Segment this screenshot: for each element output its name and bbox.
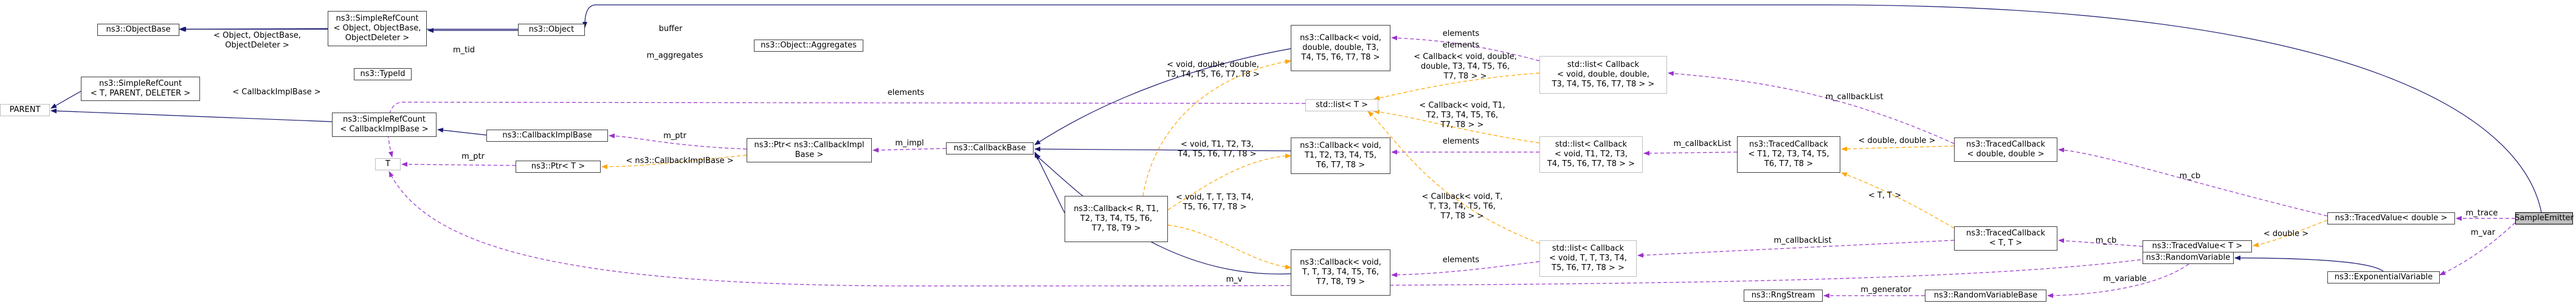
label-buffer: buffer — [658, 24, 683, 33]
node-list-t[interactable]: std::list< T > — [1305, 99, 1378, 111]
label-callback-t1t2-args: < void, T1, T2, T3, T4, T5, T6, T7, T8 > — [1178, 140, 1257, 159]
node-callback-t1t2[interactable]: ns3::Callback< void, T1, T2, T3, T4, T5,… — [1291, 137, 1390, 174]
label-callbacklist-double: m_callbackList — [1825, 92, 1884, 102]
node-randomvariablebase[interactable]: ns3::RandomVariableBase — [1925, 290, 2046, 302]
node-tracedvalue-t[interactable]: ns3::TracedValue< T > — [2143, 240, 2252, 252]
label-tracedcallback-t-args: < T, T > — [1868, 191, 1902, 200]
edge-ptr-t-to-t — [401, 162, 516, 167]
node-ptr-callbackimplbase[interactable]: ns3::Ptr< ns3::CallbackImpl Base > — [747, 138, 872, 162]
edge-cb-double-tmpl — [1142, 59, 1291, 196]
label-m-ptr: m_ptr — [663, 131, 686, 141]
edge-cb-r-to-callbackbase — [1034, 151, 1065, 214]
edge-src-cbimpl-to-parent — [50, 108, 333, 122]
label-m-v: m_v — [1226, 275, 1243, 284]
label-m-variable: m_variable — [2103, 274, 2147, 283]
node-callback-double[interactable]: ns3::Callback< void, double, double, T3,… — [1291, 25, 1390, 71]
label-elements-double: elements — [1442, 29, 1480, 38]
label-ptr-to-t: m_ptr — [461, 152, 485, 161]
label-callbackimplbase-args: < CallbackImplBase > — [232, 88, 321, 97]
node-t[interactable]: T — [375, 158, 401, 170]
edge-exprv-to-rv — [2234, 256, 2384, 272]
node-list-callback-t1t2[interactable]: std::list< Callback < void, T1, T2, T3, … — [1539, 136, 1643, 173]
label-elements-top: elements — [1442, 41, 1480, 50]
node-object[interactable]: ns3::Object — [518, 24, 585, 36]
label-m-tid: m_tid — [452, 46, 475, 55]
node-callback-tt[interactable]: ns3::Callback< void, T, T, T3, T4, T5, T… — [1291, 249, 1390, 296]
label-callbacklist-t1t2: m_callbackList — [1673, 139, 1732, 148]
edge-tv-double-tmpl — [2253, 220, 2328, 248]
edge-cbbase-to-cbimplbase — [609, 133, 747, 150]
node-sampleemitter[interactable]: SampleEmitter — [2515, 212, 2574, 224]
edge-elements-tt — [1391, 261, 1540, 277]
edge-ptr-cbimpl-tmpl — [601, 155, 747, 169]
label-tracedvalue-double-args: < double > — [2263, 229, 2309, 238]
label-list-tt-args: < Callback< void, T, T, T3, T4, T5, T6, … — [1421, 192, 1503, 221]
node-callbackbase[interactable]: ns3::CallbackBase — [946, 142, 1034, 155]
node-tracedcallback-double[interactable]: ns3::TracedCallback < double, double > — [1954, 137, 2057, 162]
edge-callbackbase-to-ptr — [872, 147, 947, 153]
label-m-var: m_var — [2470, 228, 2496, 237]
node-simplerefcount-object[interactable]: ns3::SimpleRefCount < Object, ObjectBase… — [328, 11, 427, 46]
label-simplerefcount-object-args: < Object, ObjectBase, ObjectDeleter > — [213, 31, 301, 50]
label-ptr-args: < ns3::CallbackImplBase > — [626, 156, 734, 165]
node-simplerefcount-callbackimplbase[interactable]: ns3::SimpleRefCount < CallbackImplBase > — [332, 113, 437, 137]
label-tracedcallback-double-args: < double, double > — [1858, 136, 1936, 145]
node-objectbase[interactable]: ns3::ObjectBase — [97, 24, 179, 36]
label-callback-tt-args: < void, T, T, T3, T4, T5, T6, T7, T8 > — [1175, 193, 1254, 212]
label-list-double-args: < Callback< void, double, double, T3, T4… — [1414, 52, 1517, 81]
edge-cb-tt-tmpl — [1167, 224, 1291, 269]
edge-tc-double-tmpl — [1841, 145, 1955, 151]
edge-cb-double-to-callbackbase — [1034, 48, 1291, 145]
edge-tc-t1t2-cblist — [1643, 150, 1738, 156]
node-callback-r[interactable]: ns3::Callback< R, T1, T2, T3, T4, T5, T6… — [1065, 196, 1168, 242]
edge-src-template-to-parent — [50, 91, 81, 109]
label-list-t1t2-args: < Callback< void, T1, T2, T3, T4, T5, T6… — [1419, 101, 1505, 130]
edge-sample-m-var — [2439, 222, 2516, 276]
node-callbackimplbase[interactable]: ns3::CallbackImplBase — [486, 130, 608, 142]
node-list-callback-double[interactable]: std::list< Callback < void, double, doub… — [1539, 56, 1667, 94]
edge-cb-t1t2-tmpl — [1167, 153, 1291, 210]
edge-tv-double-cb — [2058, 147, 2328, 217]
edge-list-t1t2-tmpl — [1373, 110, 1540, 144]
node-list-callback-tt[interactable]: std::list< Callback < void, T, T, T3, T4… — [1539, 240, 1637, 277]
edge-list-double-tmpl — [1373, 72, 1540, 101]
node-tracedvalue-double[interactable]: ns3::TracedValue< double > — [2327, 212, 2455, 224]
edge-cbimplbase-to-src-cbimpl — [437, 128, 487, 136]
edge-sample-to-object-inherit — [582, 4, 2542, 213]
edge-elements-double — [1391, 35, 1540, 61]
node-ptr-t[interactable]: ns3::Ptr< T > — [516, 161, 601, 173]
label-elements-tt: elements — [1442, 256, 1480, 265]
edge-tv-t-cb — [2058, 238, 2143, 247]
label-m-generator: m_generator — [1860, 285, 1911, 294]
label-callback-double-args: < void, double, double, T3, T4, T5, T6, … — [1166, 60, 1260, 79]
node-tracedcallback-t[interactable]: ns3::TracedCallback < T, T > — [1954, 226, 2057, 251]
label-callbacklist-tt: m_callbackList — [1773, 236, 1832, 245]
label-m-trace: m_trace — [2465, 209, 2498, 218]
label-elements-t1t2: elements — [1442, 137, 1480, 146]
node-object-aggregates[interactable]: ns3::Object::Aggregates — [754, 40, 863, 52]
edge-cb-t1t2-to-callbackbase — [1034, 147, 1291, 152]
label-m-impl: m_impl — [895, 139, 924, 148]
node-parent[interactable]: PARENT — [0, 104, 50, 116]
node-exponentialvariable[interactable]: ns3::ExponentialVariable — [2327, 271, 2440, 283]
node-rngstream[interactable]: ns3::RngStream — [1744, 290, 1823, 302]
node-typeid[interactable]: ns3::TypeId — [354, 68, 412, 80]
edge-rv-m-variable — [2047, 263, 2189, 298]
edge-tc-double-cblist — [1668, 71, 1955, 144]
node-tracedcallback-t1t2[interactable]: ns3::TracedCallback < T1, T2, T3, T4, T5… — [1737, 136, 1840, 173]
label-elements-list-t: elements — [887, 88, 925, 97]
label-m-cb-t: m_cb — [2095, 236, 2117, 245]
node-simplerefcount-template[interactable]: ns3::SimpleRefCount < T, PARENT, DELETER… — [81, 77, 200, 101]
label-m-aggregates: m_aggregates — [646, 51, 703, 60]
edge-tc-t-cblist — [1637, 240, 1955, 258]
edge-list-tt-tmpl — [1367, 111, 1540, 244]
edge-tv-t-m-v — [388, 171, 2189, 287]
label-m-cb-double: m_cb — [2179, 172, 2201, 181]
node-randomvariable[interactable]: ns3::RandomVariable — [2143, 252, 2234, 264]
